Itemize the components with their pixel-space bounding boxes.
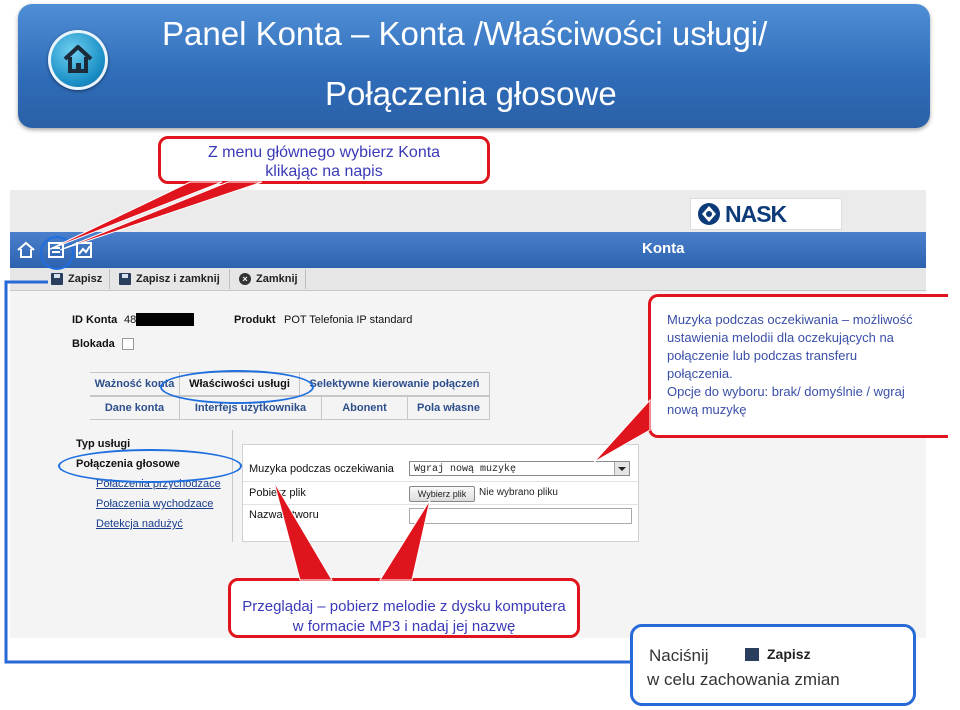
music-select-value: Wgraj nową muzykę xyxy=(414,464,517,475)
save-button[interactable]: Zapisz xyxy=(46,269,110,289)
chevron-down-icon[interactable] xyxy=(614,462,629,475)
page-title: Panel Konta – Konta /Właściwości usługi/ xyxy=(162,15,768,52)
highlight-ellipse xyxy=(160,370,314,404)
tab-selective-routing[interactable]: Selektywne kierowanie połączeń xyxy=(300,373,490,395)
callout-suffix: w celu zachowania zmian xyxy=(647,670,840,689)
nav-heading: Typ usługi xyxy=(76,438,131,450)
callout-prefix: Naciśnij xyxy=(649,646,709,665)
home-icon xyxy=(63,45,93,73)
callout-menu-hint: Z menu głównego wybierz Konta klikając n… xyxy=(158,136,490,184)
nask-logo: NASK xyxy=(690,198,842,230)
row-divider xyxy=(243,481,638,482)
nask-logo-icon xyxy=(698,203,720,225)
nask-logo-text: NASK xyxy=(725,201,787,227)
callout-line: Opcje do wyboru: brak/ domyślnie / wgraj xyxy=(667,384,905,399)
callout-line: nową muzykę xyxy=(667,402,747,417)
tab-account-data[interactable]: Dane konta xyxy=(90,397,180,419)
section-title: Konta xyxy=(642,240,685,257)
save-inline-label: Zapisz xyxy=(767,646,811,662)
callout-line: Przeglądaj – pobierz melodie z dysku kom… xyxy=(242,598,566,615)
product-value: POT Telefonia IP standard xyxy=(284,314,413,326)
blocked-checkbox[interactable] xyxy=(122,338,134,350)
close-button-label: Zamknij xyxy=(256,273,298,285)
save-inline-button: Zapisz xyxy=(745,643,811,665)
main-menu-bar: Konta xyxy=(10,232,926,268)
id-label: ID Konta xyxy=(72,314,118,326)
callout-line: połączenie lub podczas transferu xyxy=(667,348,858,363)
tab-subscriber[interactable]: Abonent xyxy=(322,397,408,419)
disk-icon xyxy=(745,648,759,661)
page-subtitle: Połączenia głosowe xyxy=(325,75,617,112)
product-label: Produkt xyxy=(234,314,276,326)
music-label: Muzyka podczas oczekiwania xyxy=(249,463,394,475)
redacted-id xyxy=(136,313,194,326)
disk-icon xyxy=(51,273,63,285)
voice-settings-form: Muzyka podczas oczekiwania Wgraj nową mu… xyxy=(242,444,639,542)
row-divider xyxy=(243,504,638,505)
nav-divider xyxy=(232,430,233,542)
disk-icon xyxy=(119,273,131,285)
home-nav-icon[interactable] xyxy=(16,240,36,260)
track-name-input[interactable] xyxy=(409,508,632,524)
app-header: NASK xyxy=(10,190,926,232)
nav-item-abuse-detection[interactable]: Detekcja nadużyć xyxy=(96,518,183,530)
track-name-label: Nazwa utworu xyxy=(249,509,319,521)
callout-save-hint: Naciśnij Zapisz w celu zachowania zmian xyxy=(630,624,916,706)
callout-music-hint: Muzyka podczas oczekiwania – możliwość u… xyxy=(648,294,948,438)
title-banner: Panel Konta – Konta /Właściwości usługi/… xyxy=(18,4,930,128)
save-close-label: Zapisz i zamknij xyxy=(136,273,220,285)
highlight-ellipse xyxy=(58,449,242,483)
close-icon: × xyxy=(239,273,251,285)
stats-menu-icon[interactable] xyxy=(74,240,94,260)
music-select[interactable]: Wgraj nową muzykę xyxy=(409,461,630,476)
action-toolbar: Zapisz Zapisz i zamknij × Zamknij xyxy=(10,268,926,291)
callout-line: w formacie MP3 i nadaj jej nazwę xyxy=(292,618,516,635)
nav-item-outgoing[interactable]: Połaczenia wychodzace xyxy=(96,498,214,510)
highlight-ellipse xyxy=(40,236,74,270)
callout-upload-hint: Przeglądaj – pobierz melodie z dysku kom… xyxy=(228,578,580,638)
callout-line: klikając na napis xyxy=(265,163,383,180)
tabs-row-2: Dane konta Interfejs użytkownika Abonent… xyxy=(90,396,490,420)
close-button[interactable]: × Zamknij xyxy=(234,269,306,289)
save-button-label: Zapisz xyxy=(68,273,103,285)
save-close-button[interactable]: Zapisz i zamknij xyxy=(114,269,230,289)
home-button[interactable] xyxy=(48,30,108,90)
file-status: Nie wybrano pliku xyxy=(479,487,558,498)
blocked-label: Blokada xyxy=(72,338,115,350)
file-label: Pobierz plik xyxy=(249,487,306,499)
callout-line: Muzyka podczas oczekiwania – możliwość xyxy=(667,312,913,327)
callout-line: ustawienia melodii dla oczekujących na xyxy=(667,330,894,345)
id-value: 48 xyxy=(124,314,137,326)
choose-file-button[interactable]: Wybierz plik xyxy=(409,486,475,502)
callout-line: Z menu głównego wybierz Konta xyxy=(207,144,441,161)
tab-custom-fields[interactable]: Pola własne xyxy=(408,397,490,419)
callout-line: połączenia. xyxy=(667,366,733,381)
